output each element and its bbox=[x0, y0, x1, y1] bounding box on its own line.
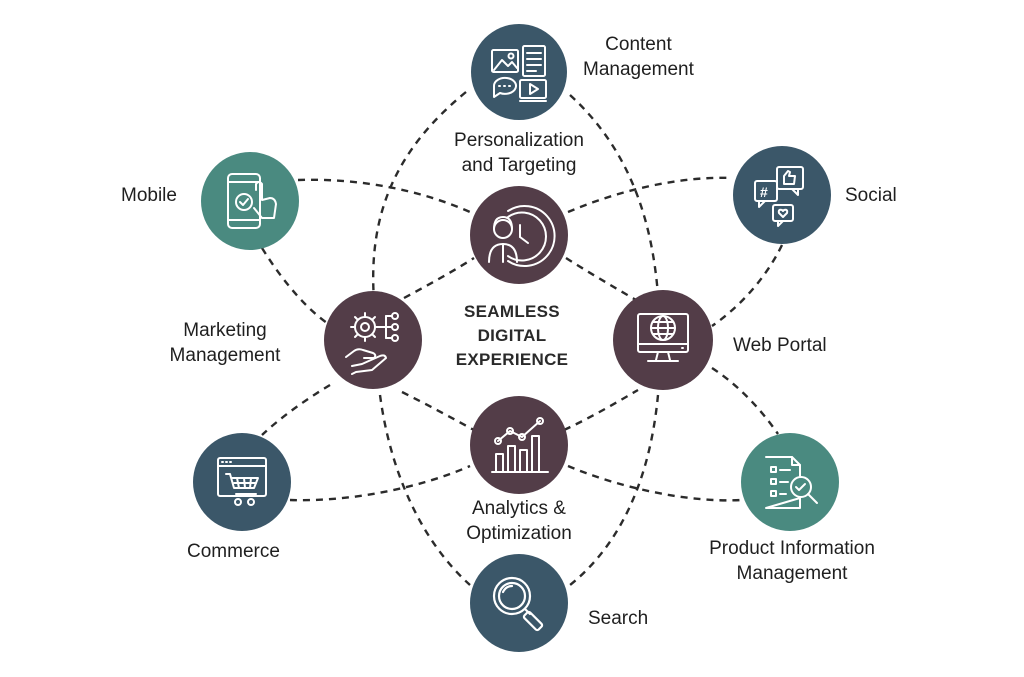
center-title-line: EXPERIENCE bbox=[455, 350, 569, 369]
shopping-cart-icon bbox=[217, 457, 267, 506]
label-personalization: Personalization and Targeting bbox=[444, 128, 594, 178]
marketing-circle bbox=[324, 291, 422, 389]
webportal-to-product bbox=[711, 366, 779, 435]
personalization-to-social bbox=[567, 176, 733, 214]
node-marketing bbox=[324, 291, 422, 389]
label-line: Management bbox=[736, 563, 848, 584]
outer-ellipse-left bbox=[372, 91, 471, 586]
node-web-portal bbox=[613, 290, 713, 390]
social-circle bbox=[733, 146, 831, 244]
gear-hand-icon bbox=[345, 312, 399, 375]
node-commerce bbox=[193, 433, 291, 531]
marketing-to-commerce bbox=[261, 383, 331, 436]
node-search bbox=[470, 554, 568, 652]
node-content-management bbox=[471, 24, 567, 120]
globe-monitor-icon bbox=[637, 313, 689, 362]
label-analytics: Analytics & Optimization bbox=[454, 496, 584, 546]
center-title: SEAMLESS DIGITAL EXPERIENCE bbox=[412, 300, 612, 372]
marketing-to-personalization bbox=[403, 256, 475, 300]
commerce-to-analytics bbox=[289, 464, 471, 502]
bar-chart-icon bbox=[491, 417, 549, 473]
magnifier-icon bbox=[492, 576, 544, 632]
mobile-touch-icon bbox=[227, 173, 277, 229]
analytics-circle bbox=[470, 396, 568, 494]
content-media-icon bbox=[491, 45, 547, 102]
mobile-to-personalization bbox=[297, 178, 471, 214]
search-circle bbox=[470, 554, 568, 652]
label-line: Social bbox=[845, 185, 897, 206]
node-analytics bbox=[470, 396, 568, 494]
label-line: Analytics & bbox=[472, 498, 566, 519]
analytics-to-webportal bbox=[563, 388, 639, 432]
label-line: Personalization bbox=[454, 130, 584, 151]
label-commerce: Commerce bbox=[187, 539, 280, 564]
label-search: Search bbox=[588, 606, 648, 631]
label-mobile: Mobile bbox=[121, 183, 177, 208]
label-product-info: Product Information Management bbox=[694, 536, 890, 586]
label-line: Optimization bbox=[466, 523, 572, 544]
svg-text:#: # bbox=[760, 184, 768, 200]
node-product-info bbox=[741, 433, 839, 531]
analytics-to-product bbox=[567, 464, 743, 502]
label-line: Web Portal bbox=[733, 335, 827, 356]
social-chat-icon: # bbox=[754, 166, 804, 227]
node-social: # bbox=[733, 146, 831, 244]
node-personalization bbox=[470, 186, 568, 284]
node-mobile bbox=[201, 152, 299, 250]
label-line: Management bbox=[583, 59, 694, 80]
social-to-webportal bbox=[711, 244, 784, 327]
label-social: Social bbox=[845, 183, 897, 208]
connection-lines bbox=[260, 91, 784, 586]
label-line: Content bbox=[605, 34, 672, 55]
center-title-line: DIGITAL bbox=[477, 326, 547, 345]
label-content-management: Content Management bbox=[583, 32, 694, 82]
content-management-circle bbox=[471, 24, 567, 120]
label-line: Mobile bbox=[121, 185, 177, 206]
mobile-circle bbox=[201, 152, 299, 250]
label-line: Search bbox=[588, 608, 649, 629]
label-web-portal: Web Portal bbox=[733, 333, 827, 358]
label-marketing: Marketing Management bbox=[160, 318, 290, 368]
document-search-icon bbox=[765, 456, 818, 509]
outer-ellipse-right bbox=[569, 94, 660, 586]
center-title-line: SEAMLESS bbox=[464, 302, 560, 321]
label-line: Product Information bbox=[709, 538, 875, 559]
marketing-to-analytics bbox=[401, 390, 475, 432]
label-line: Management bbox=[169, 345, 281, 366]
user-clock-icon bbox=[488, 205, 556, 267]
label-line: Commerce bbox=[187, 541, 280, 562]
mobile-to-marketing bbox=[260, 247, 331, 327]
label-line: and Targeting bbox=[461, 155, 577, 176]
label-line: Marketing bbox=[183, 320, 267, 341]
personalization-to-webportal bbox=[565, 256, 637, 302]
product-info-circle bbox=[741, 433, 839, 531]
